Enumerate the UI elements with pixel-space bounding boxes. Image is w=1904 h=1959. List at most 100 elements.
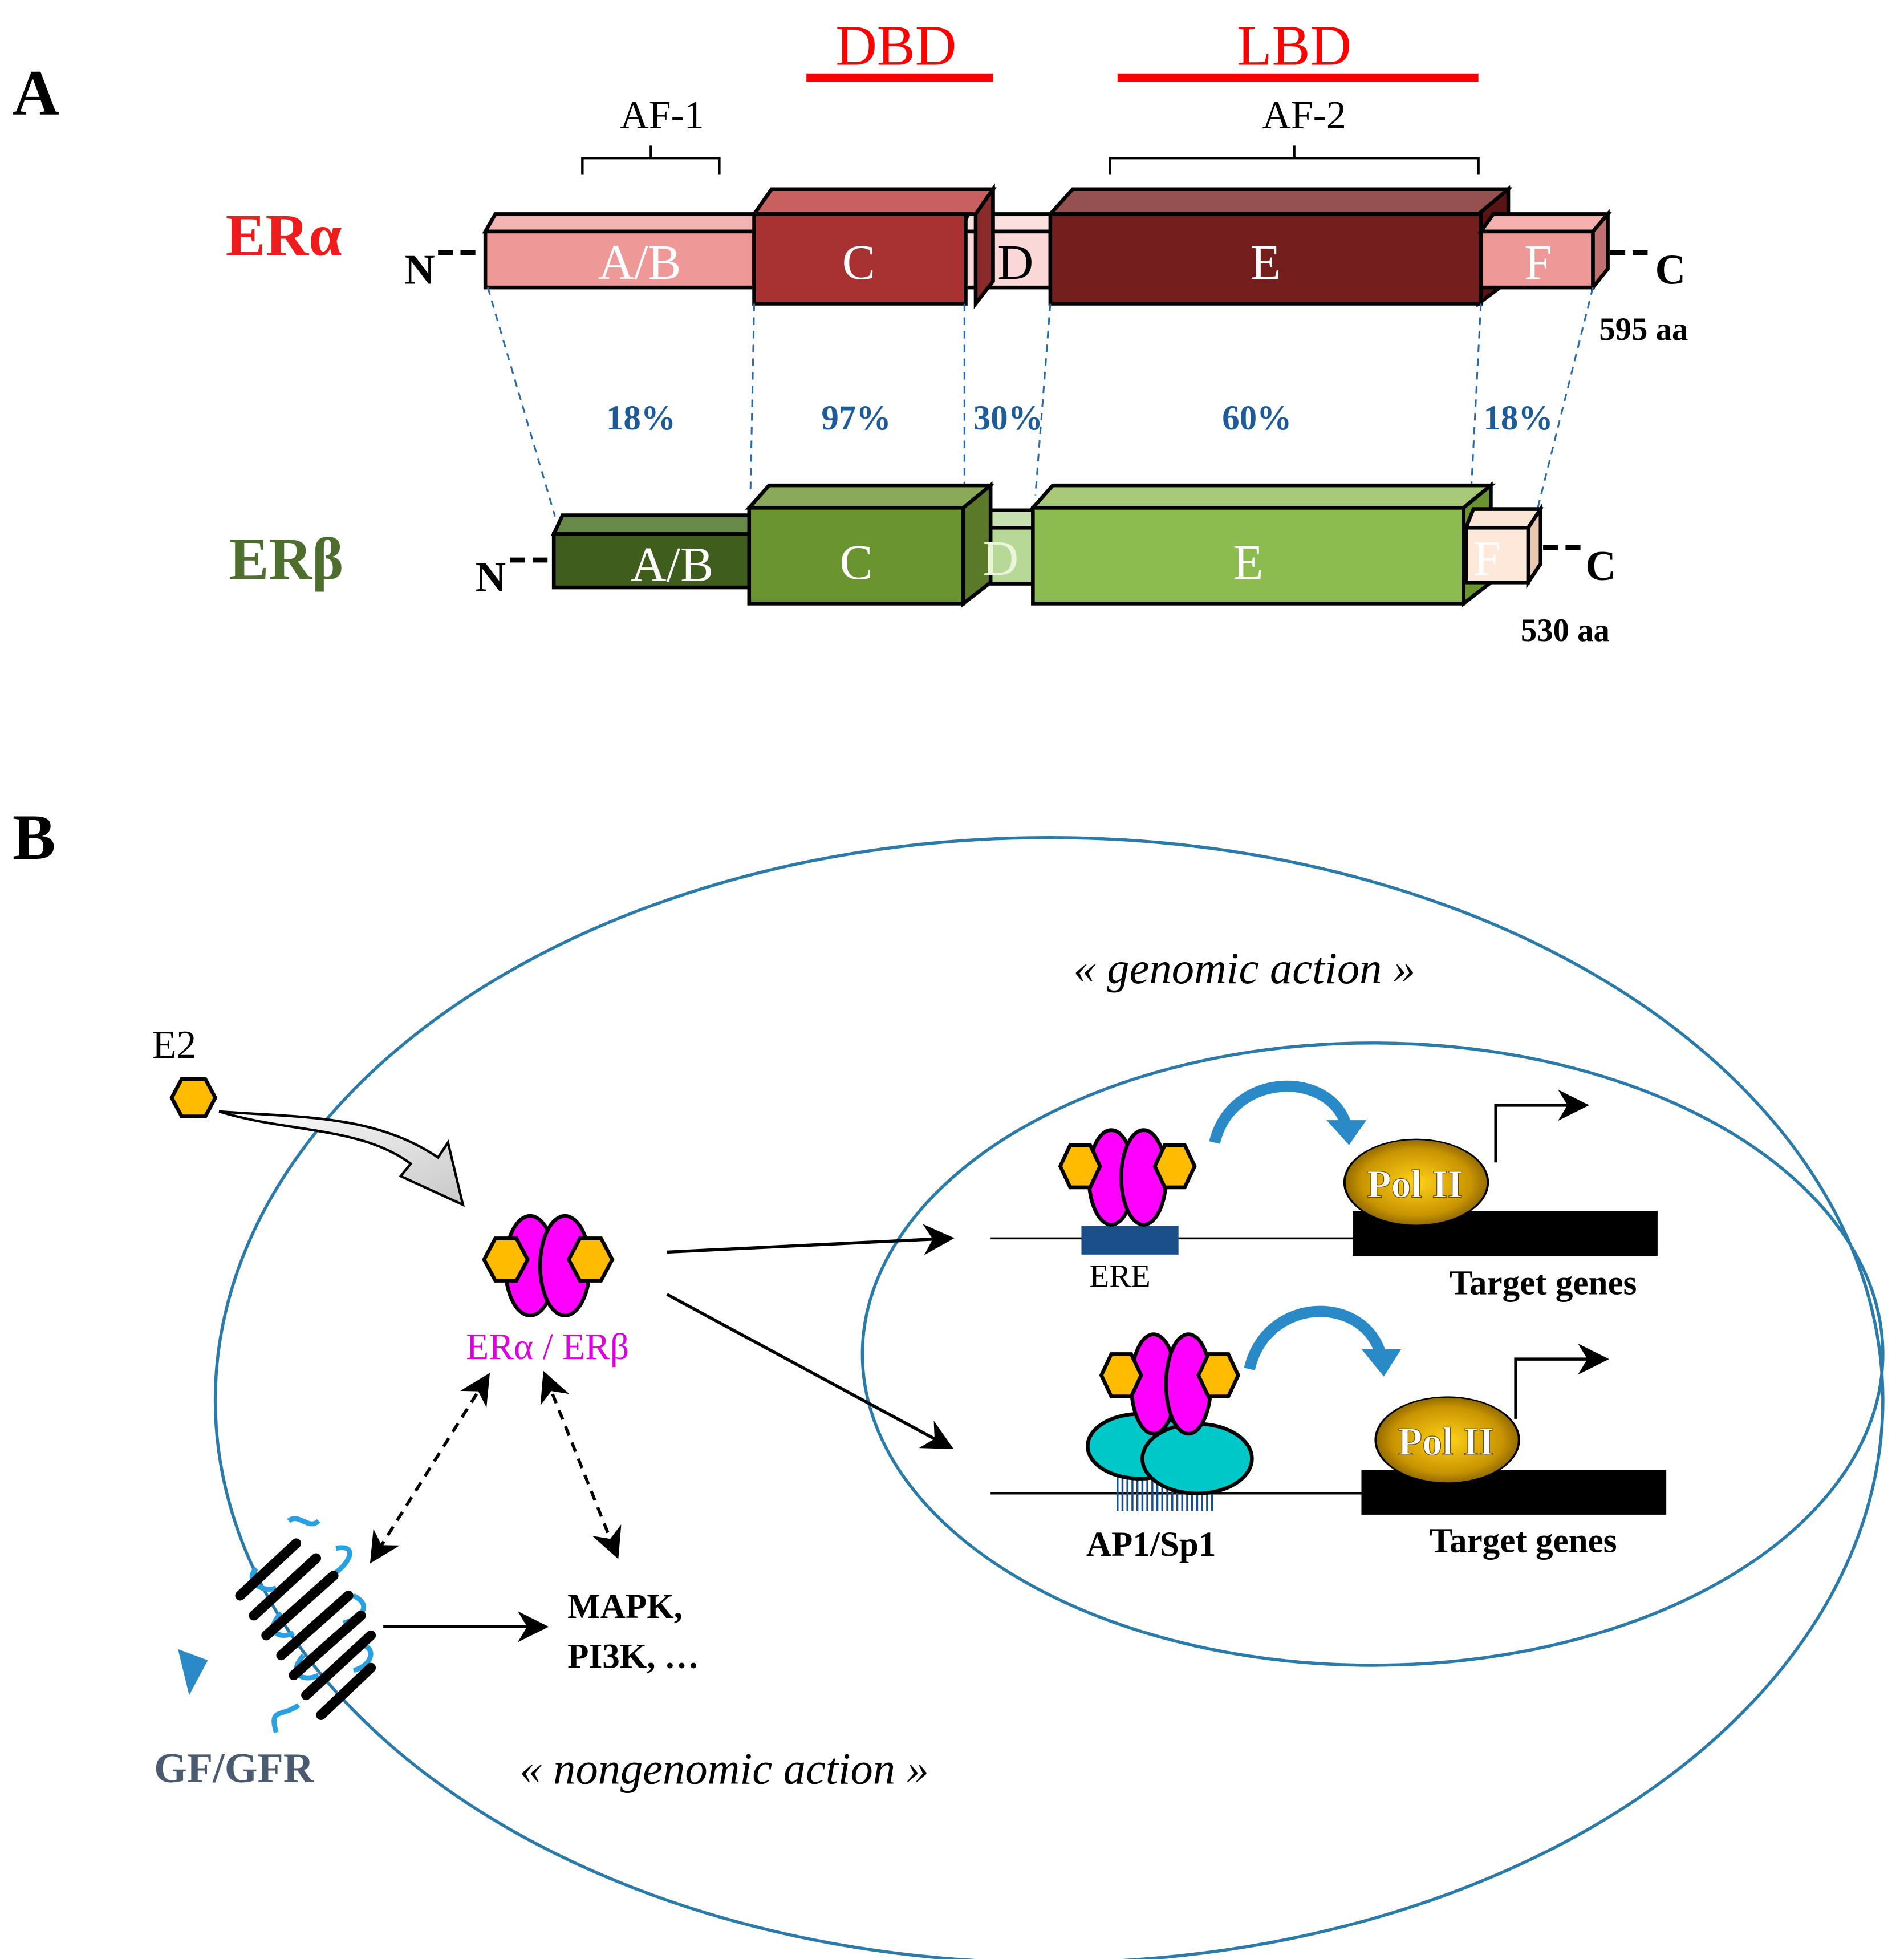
er-alpha-e-top bbox=[1046, 187, 1513, 216]
er-alpha-f-top bbox=[1477, 212, 1612, 234]
er-alpha-c-label: C bbox=[842, 234, 875, 290]
gfr-helix bbox=[261, 1571, 339, 1641]
er-beta-domain-e bbox=[1031, 506, 1465, 606]
kinases-line1: MAPK, bbox=[567, 1588, 683, 1626]
genomic-action-label: « genomic action » bbox=[1073, 943, 1415, 993]
er-beta-c-top bbox=[745, 483, 994, 510]
er-beta-domain-f bbox=[1464, 526, 1530, 585]
transcription-start-arrow bbox=[1514, 1343, 1609, 1419]
lbd-bar bbox=[1117, 73, 1479, 83]
gf-gfr-label: GF/GFR bbox=[154, 1745, 315, 1792]
gfr-helix bbox=[249, 1553, 322, 1621]
homology-e: 60% bbox=[1222, 399, 1292, 437]
gfr-helix bbox=[289, 1610, 366, 1681]
er-alpha-c-side bbox=[973, 183, 995, 310]
pol-ii-icon bbox=[1374, 1396, 1520, 1484]
er-beta-c-label: C bbox=[839, 534, 872, 590]
af1-label: AF-1 bbox=[620, 94, 704, 137]
ligand-icon bbox=[1099, 1352, 1143, 1398]
er-alpha-length: 595 aa bbox=[1599, 311, 1688, 347]
homology-f: 18% bbox=[1483, 399, 1553, 437]
pol-ii-label: Pol II bbox=[1398, 1420, 1495, 1464]
er-beta-protein: N C bbox=[476, 481, 1616, 608]
activation-arrow-icon bbox=[1209, 1080, 1352, 1144]
e2-entry-arrow bbox=[218, 1110, 465, 1207]
er-alpha-n-terminus: N bbox=[404, 247, 435, 294]
pol-ii-icon bbox=[1343, 1138, 1489, 1226]
panel-a-label: A bbox=[13, 57, 59, 129]
homology-c: 97% bbox=[821, 399, 891, 437]
er-alpha-domain-c bbox=[752, 212, 968, 306]
arrow-to-ere[interactable] bbox=[667, 1224, 955, 1255]
af1-bracket bbox=[581, 145, 721, 175]
gfr-helix bbox=[301, 1630, 376, 1701]
ap1-sp1-label: AP1/Sp1 bbox=[1086, 1526, 1216, 1564]
af2-label: AF-2 bbox=[1262, 94, 1346, 137]
ligand-icon bbox=[482, 1236, 530, 1283]
er-beta-length: 530 aa bbox=[1521, 613, 1610, 648]
er-alpha-ab-label: A/B bbox=[598, 234, 681, 290]
er-alpha-protein: N C bbox=[404, 183, 1686, 310]
ligand-icon bbox=[1152, 1143, 1197, 1190]
kinases-line2: PI3K, … bbox=[567, 1637, 699, 1676]
nongenomic-action-label: « nongenomic action » bbox=[519, 1743, 929, 1793]
lbd-label: LBD bbox=[1237, 14, 1351, 77]
dashed-arrow-receptor-kinases[interactable] bbox=[540, 1370, 622, 1559]
er-beta-d-label: D bbox=[983, 530, 1018, 586]
er-beta-c-terminus: C bbox=[1585, 543, 1616, 590]
connector-f-end bbox=[1534, 287, 1594, 517]
arrow-to-ap1[interactable] bbox=[666, 1293, 954, 1450]
dashed-arrow-receptor-gfr[interactable] bbox=[370, 1373, 490, 1564]
er-beta-e-label: E bbox=[1233, 534, 1263, 590]
ere-label: ERE bbox=[1090, 1259, 1151, 1295]
er-beta-e-top bbox=[1029, 483, 1496, 510]
er-beta-title: ERβ bbox=[229, 526, 344, 592]
er-alpha-title: ERα bbox=[226, 202, 342, 268]
er-beta-ab-top bbox=[551, 513, 756, 536]
activation-arrowhead bbox=[1326, 1120, 1367, 1145]
connector-c-start bbox=[749, 303, 756, 496]
er-beta-domain-c bbox=[747, 506, 965, 606]
connector-f-start bbox=[1470, 303, 1482, 496]
growth-factor-receptor-icon bbox=[178, 1516, 376, 1734]
homology-ab: 18% bbox=[606, 399, 676, 437]
er-alpha-e-label: E bbox=[1251, 234, 1281, 290]
cell-membrane bbox=[214, 836, 1885, 1959]
er-beta-ab-label: A/B bbox=[631, 537, 714, 592]
af2-bracket bbox=[1109, 145, 1480, 175]
e2-label: E2 bbox=[152, 1023, 197, 1067]
panel-b-label: B bbox=[13, 801, 56, 873]
er-alpha-ab-top bbox=[482, 212, 764, 234]
e2-ligand-icon bbox=[169, 1077, 218, 1118]
er-alpha-domain-e bbox=[1048, 212, 1483, 306]
ligand-icon bbox=[566, 1236, 615, 1283]
activation-arrow-icon bbox=[1244, 1305, 1387, 1370]
transcription-start-arrow bbox=[1494, 1089, 1589, 1163]
er-alpha-d-label: D bbox=[997, 234, 1033, 290]
target-gene-block bbox=[1361, 1470, 1667, 1515]
growth-factor-icon bbox=[178, 1649, 208, 1696]
dbd-label: DBD bbox=[835, 14, 956, 77]
target-genes-label-2: Target genes bbox=[1430, 1522, 1617, 1560]
er-alpha-c-top bbox=[750, 187, 997, 216]
ligand-icon bbox=[1196, 1352, 1241, 1398]
connector-e-start bbox=[1034, 303, 1052, 496]
gfr-helix bbox=[235, 1538, 302, 1601]
er-alpha-domain-f bbox=[1479, 229, 1595, 290]
target-genes-label-1: Target genes bbox=[1450, 1264, 1637, 1303]
er-alpha-f-label: F bbox=[1524, 234, 1552, 290]
ligand-icon bbox=[1058, 1143, 1102, 1190]
homology-d: 30% bbox=[973, 399, 1043, 437]
homology-connectors bbox=[487, 287, 1594, 517]
connector-ab-start bbox=[487, 287, 556, 517]
nucleus bbox=[860, 1041, 1885, 1667]
dbd-bar bbox=[806, 73, 993, 83]
ere-pathway: ERE Pol II Target genes bbox=[990, 1080, 1658, 1303]
er-beta-n-terminus: N bbox=[476, 554, 506, 601]
er-beta-f-label: F bbox=[1473, 530, 1501, 586]
gfr-helix bbox=[276, 1591, 354, 1661]
er-alpha-c-terminus: C bbox=[1655, 247, 1686, 294]
cytoplasmic-receptor-dimer bbox=[482, 1214, 615, 1318]
ap1-pathway: AP1/Sp1 Pol II Target genes bbox=[990, 1305, 1667, 1564]
